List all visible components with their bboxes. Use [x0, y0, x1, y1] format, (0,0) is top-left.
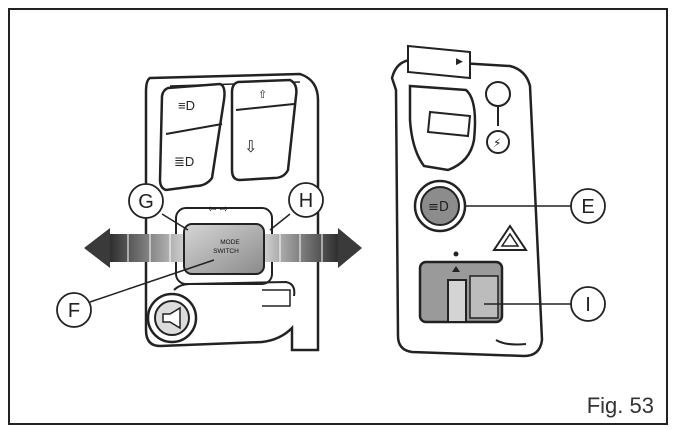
callout-e-label: E [581, 196, 594, 218]
left-arrow [84, 228, 184, 268]
callout-g-label: G [138, 191, 154, 213]
callout-h: H [269, 182, 324, 231]
light-icon: ≡D [428, 200, 449, 215]
callout-g: G [128, 183, 189, 231]
callout-h-label: H [299, 190, 313, 212]
play-marker-icon: ▶ [456, 57, 463, 67]
high-beam-icon: ≡D [178, 98, 195, 113]
svg-text:⚡: ⚡ [493, 136, 501, 150]
engine-run-icon [485, 81, 511, 107]
horn-button [146, 292, 198, 344]
mode-switch-line1: MODE [220, 239, 240, 246]
pass-switch: ⇧ ⇩ [230, 78, 298, 182]
figure-caption: Fig. 53 [586, 393, 654, 418]
starter-icon [486, 130, 510, 154]
right-switch-cluster: ▶ ⚡ ≡D [390, 44, 544, 358]
callout-f-label: F [68, 300, 80, 322]
low-beam-icon: ≣D [174, 154, 194, 169]
figure-border [8, 8, 668, 425]
left-right-arrows-icon: ⇦ ⇨ [208, 204, 228, 215]
mode-switch-button: MODE SWITCH [183, 223, 265, 275]
left-switch-cluster: ≡D ≣D ⇧ ⇩ ⇦ ⇨ [84, 72, 362, 352]
flash-icon: ⇧ [258, 88, 267, 101]
beam-switch: ≡D ≣D [158, 82, 226, 192]
callout-e: E [466, 188, 606, 224]
right-arrow [264, 228, 362, 268]
mode-switch-line2: SWITCH [213, 248, 239, 255]
horn-icon [162, 306, 181, 330]
hazard-switch [418, 251, 504, 324]
callout-i: I [484, 286, 606, 322]
svg-text:≣D: ≣D [174, 154, 194, 169]
down-arrow-icon: ⇩ [244, 137, 257, 156]
svg-text:≡D: ≡D [178, 98, 195, 113]
callout-f: F [56, 259, 215, 328]
light-button: ≡D [413, 179, 467, 233]
callout-i-label: I [585, 294, 591, 316]
